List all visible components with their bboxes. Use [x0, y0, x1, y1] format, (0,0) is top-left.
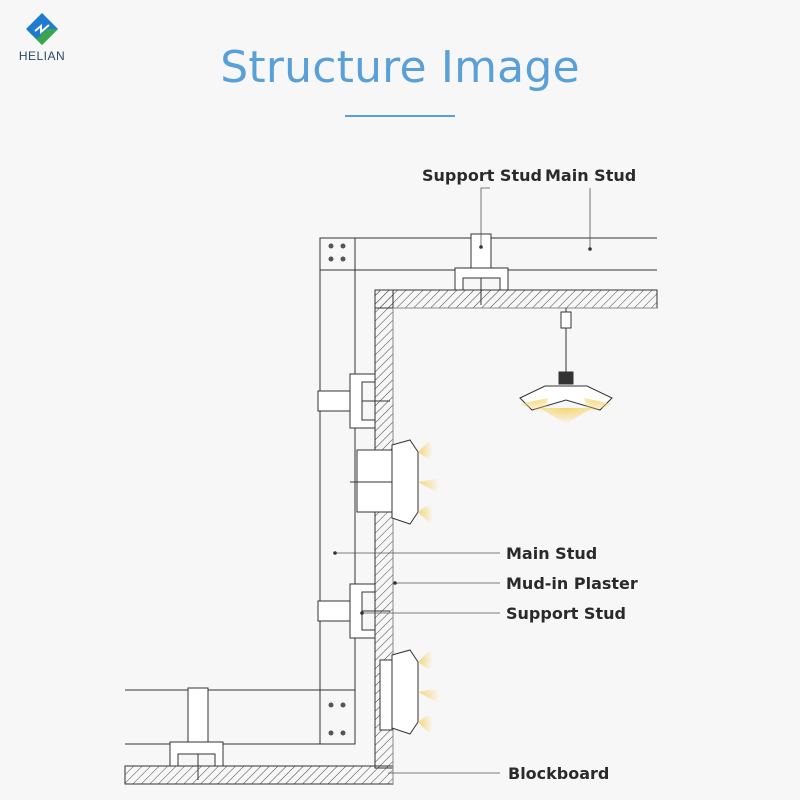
helian-logo-icon: [26, 13, 58, 45]
label-support-stud: Support Stud: [506, 604, 626, 623]
brand-name: HELIAN: [18, 49, 66, 63]
corner-bolts: [328, 243, 346, 736]
page-title: Structure Image: [220, 42, 580, 93]
label-mud-in-plaster: Mud-in Plaster: [506, 574, 638, 593]
support-stud-wall-upper: [317, 373, 390, 429]
support-stud-wall-lower: [317, 583, 390, 639]
label-main-stud-top: Main Stud: [545, 166, 636, 185]
label-main-stud: Main Stud: [506, 544, 597, 563]
pendant-light: [519, 308, 613, 424]
label-support-stud-top: Support Stud: [422, 166, 542, 185]
label-blockboard: Blockboard: [508, 764, 609, 783]
wall-light-lower: [379, 649, 440, 735]
title-underline: [345, 115, 455, 117]
leader-lines: [335, 187, 591, 774]
plaster-boards: [124, 289, 658, 785]
brand-logo: HELIAN: [12, 12, 72, 63]
leader-dots: [333, 245, 592, 615]
wall-light-upper: [350, 439, 440, 525]
support-stud-bottom: [169, 687, 224, 780]
